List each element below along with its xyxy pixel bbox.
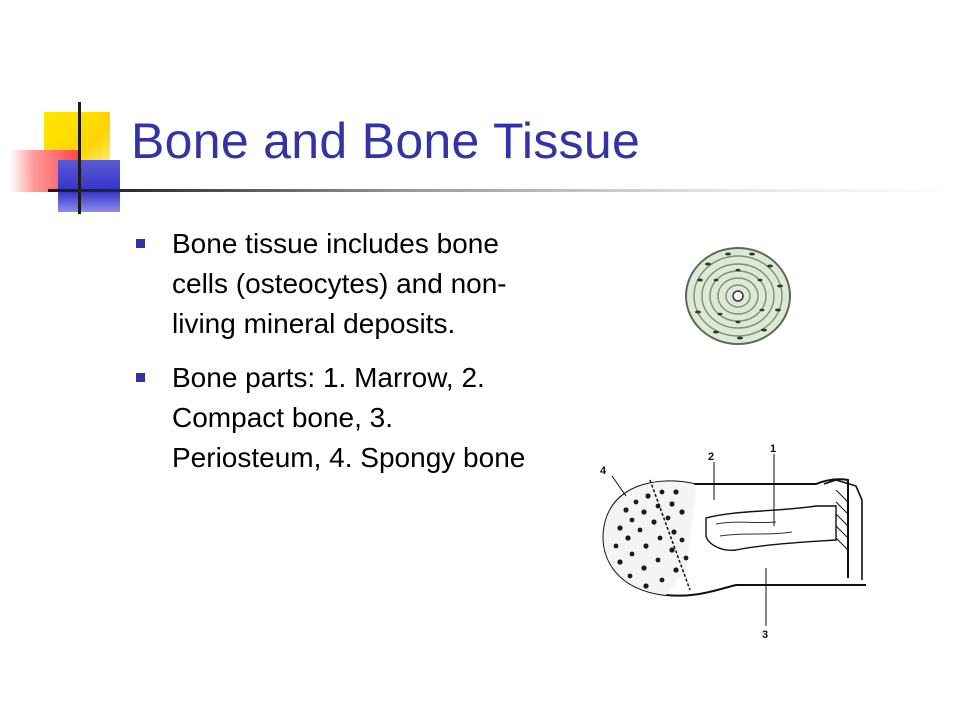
long-bone-illustration: 1 2 3 4 (600, 443, 866, 640)
bone-label-1: 1 (770, 443, 776, 455)
decor-blue-square (58, 160, 120, 212)
bullet-square-icon (136, 373, 145, 382)
osteon-illustration (685, 247, 791, 345)
bullet-item: Bone parts: 1. Marrow, 2. Compact bone, … (136, 358, 536, 478)
decor-vertical-rule (78, 102, 81, 214)
bone-label-2: 2 (708, 451, 714, 463)
slide-title: Bone and Bone Tissue (131, 113, 641, 169)
bullet-item: Bone tissue includes bone cells (osteocy… (136, 224, 536, 344)
bullet-text: Bone parts: 1. Marrow, 2. Compact bone, … (172, 362, 526, 473)
title-underline (48, 189, 960, 192)
bullet-square-icon (136, 239, 145, 248)
bone-label-3: 3 (762, 629, 768, 640)
bullet-text: Bone tissue includes bone cells (osteocy… (172, 228, 507, 339)
bone-label-4: 4 (600, 465, 607, 477)
bullet-list: Bone tissue includes bone cells (osteocy… (136, 224, 536, 492)
